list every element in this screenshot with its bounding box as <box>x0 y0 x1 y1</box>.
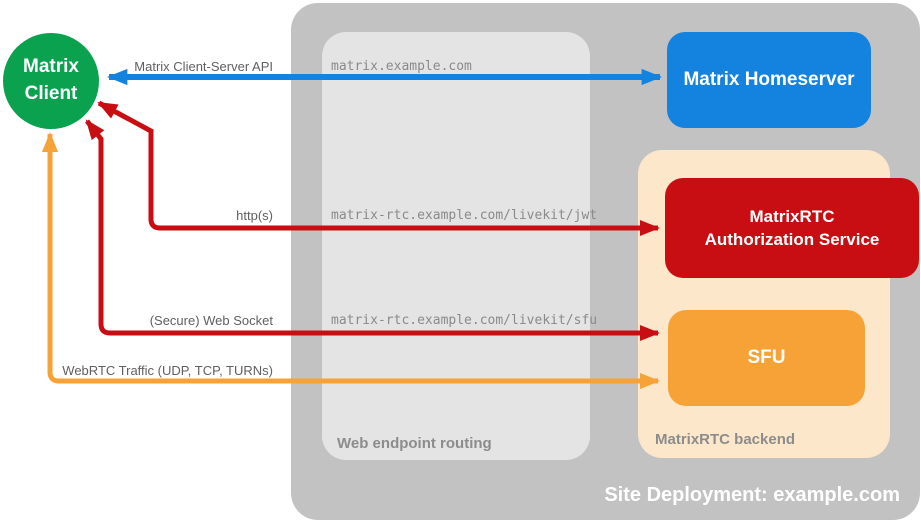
web-endpoint-routing-title: Web endpoint routing <box>337 435 492 452</box>
matrix-client-node: Matrix Client <box>3 33 99 129</box>
matrixrtc-authorization-service-node: MatrixRTC Authorization Service <box>665 178 919 278</box>
protocol-label-https: http(s) <box>236 208 273 223</box>
matrix-homeserver-label: Matrix Homeserver <box>683 69 855 90</box>
endpoint-label-jwt: matrix-rtc.example.com/livekit/jwt <box>331 208 598 223</box>
matrix-homeserver-node: Matrix Homeserver <box>667 32 871 128</box>
sfu-label: SFU <box>747 347 786 368</box>
web-endpoint-routing-container <box>322 32 590 460</box>
protocol-label-client-server-api: Matrix Client-Server API <box>134 59 273 74</box>
matrixrtc-authorization-service-label: MatrixRTC Authorization Service <box>704 206 880 249</box>
matrix-client-label-line2: Client <box>24 83 78 104</box>
matrix-client-label-line1: Matrix <box>23 56 79 78</box>
protocol-label-websocket: (Secure) Web Socket <box>149 313 273 328</box>
protocol-label-webrtc: WebRTC Traffic (UDP, TCP, TURNs) <box>62 363 273 378</box>
site-deployment-title: Site Deployment: example.com <box>604 484 900 506</box>
endpoint-label-homeserver: matrix.example.com <box>331 59 472 74</box>
endpoint-label-sfu: matrix-rtc.example.com/livekit/sfu <box>331 313 598 328</box>
sfu-node: SFU <box>668 310 865 406</box>
matrixrtc-backend-title: MatrixRTC backend <box>655 431 796 448</box>
